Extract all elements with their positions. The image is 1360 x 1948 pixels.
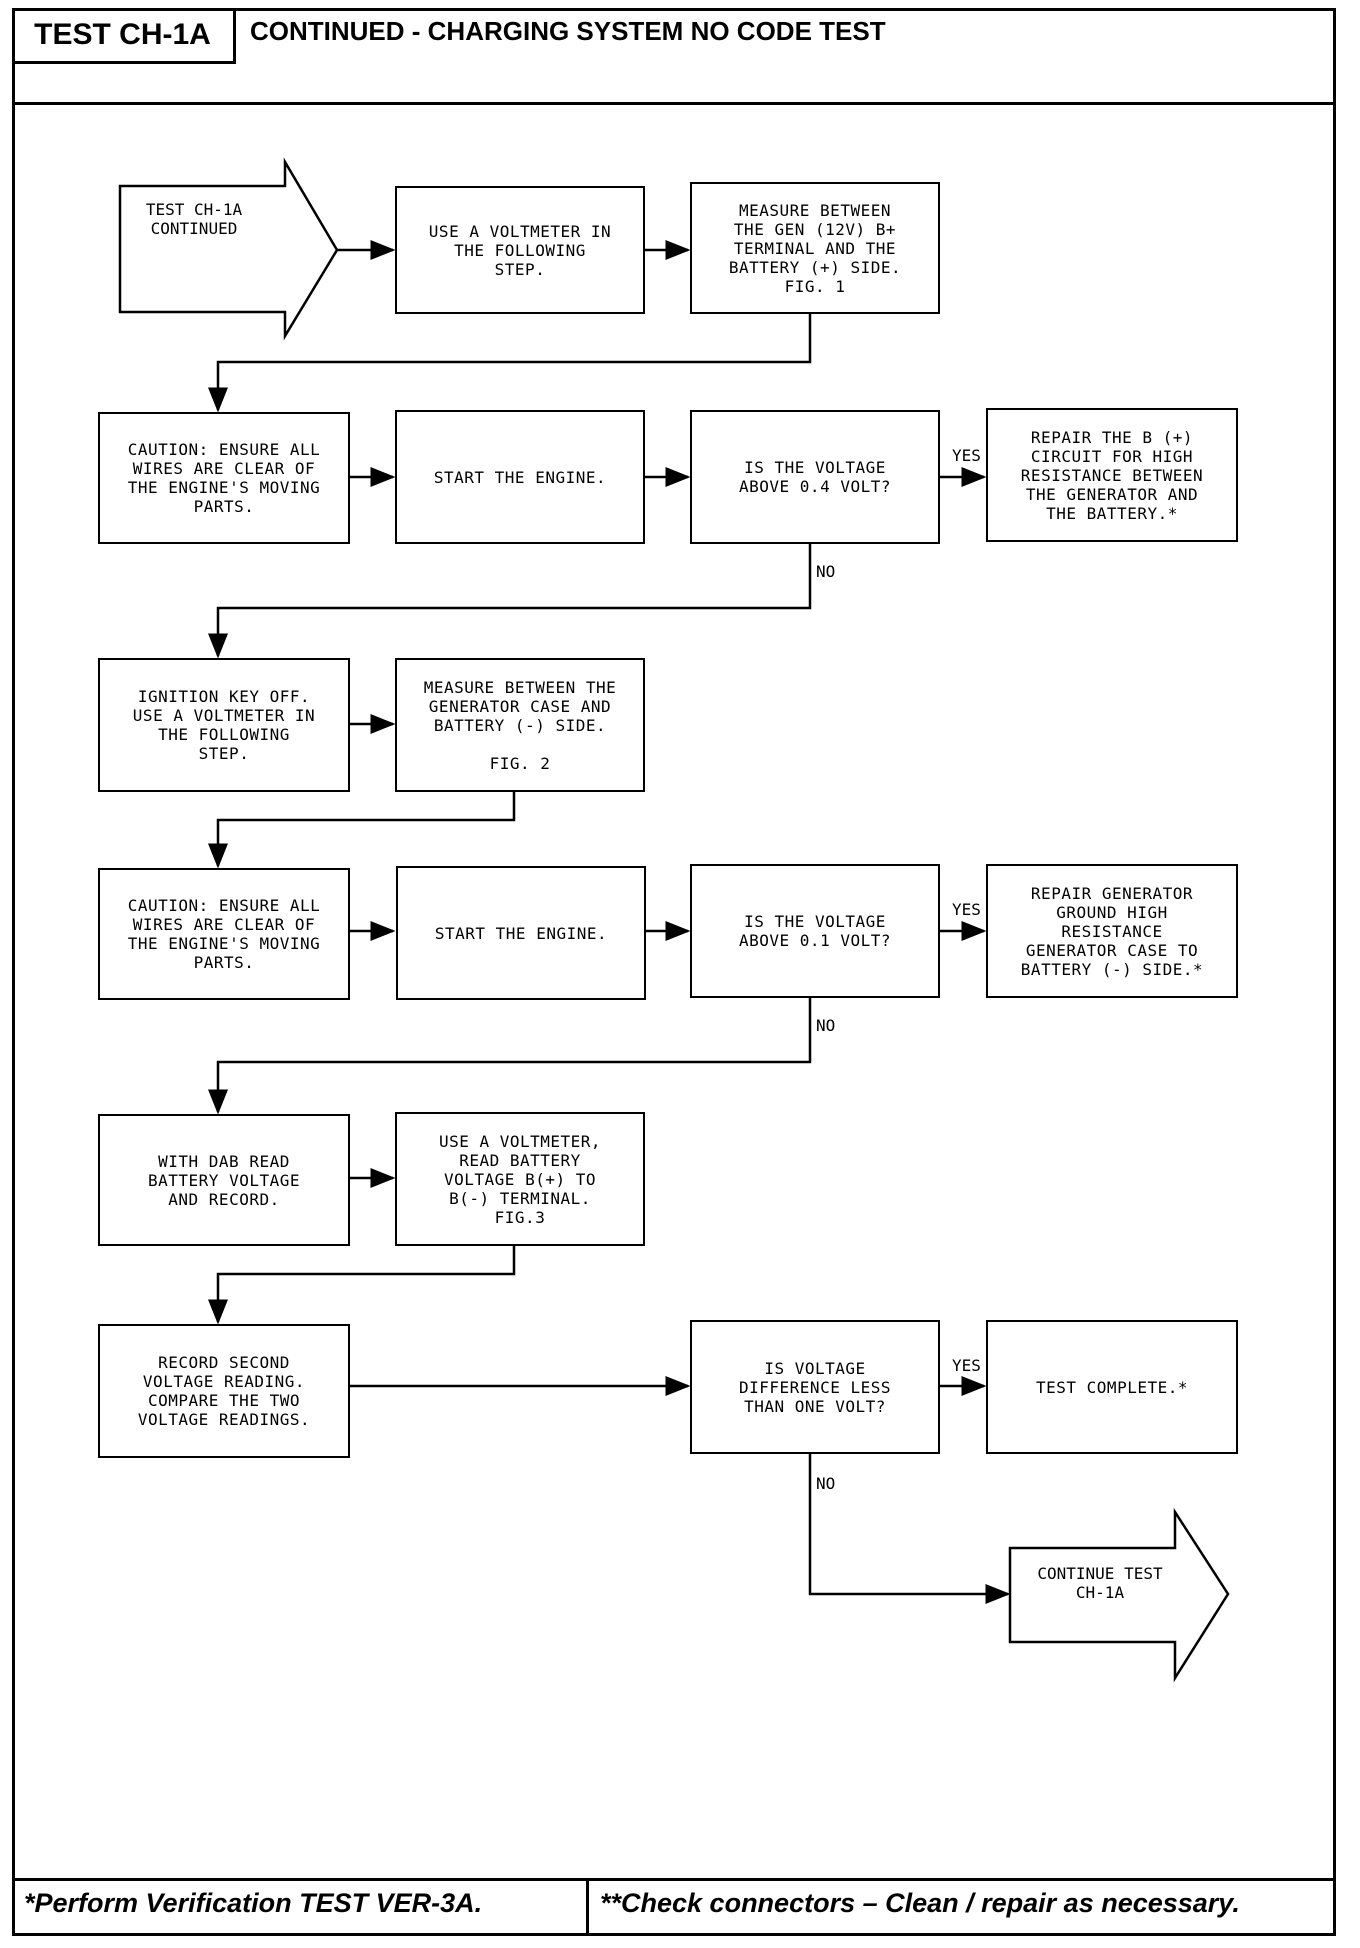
- start-arrow-label: TEST CH-1A CONTINUED: [145, 200, 243, 238]
- step-start-engine-1: START THE ENGINE.: [395, 410, 645, 544]
- no-label-2: NO: [816, 1016, 836, 1035]
- test-code: TEST CH-1A: [12, 8, 236, 64]
- decision-voltage-0-4: IS THE VOLTAGE ABOVE 0.4 VOLT?: [690, 410, 940, 544]
- step-dab-read: WITH DAB READ BATTERY VOLTAGE AND RECORD…: [98, 1114, 350, 1246]
- step-record-second: RECORD SECOND VOLTAGE READING. COMPARE T…: [98, 1324, 350, 1458]
- step-use-voltmeter: USE A VOLTMETER IN THE FOLLOWING STEP.: [395, 186, 645, 314]
- end-arrow-shape: [1008, 1507, 1230, 1683]
- step-ignition-off: IGNITION KEY OFF. USE A VOLTMETER IN THE…: [98, 658, 350, 792]
- no-label-3: NO: [816, 1474, 836, 1493]
- footer-note-verification: *Perform Verification TEST VER-3A.: [24, 1888, 483, 1918]
- footer-divider: [12, 1878, 1336, 1881]
- step-read-battery-voltage: USE A VOLTMETER, READ BATTERY VOLTAGE B(…: [395, 1112, 645, 1246]
- result-repair-ground: REPAIR GENERATOR GROUND HIGH RESISTANCE …: [986, 864, 1238, 998]
- step-caution-2: CAUTION: ENSURE ALL WIRES ARE CLEAR OF T…: [98, 868, 350, 1000]
- decision-voltage-difference: IS VOLTAGE DIFFERENCE LESS THAN ONE VOLT…: [690, 1320, 940, 1454]
- start-arrow-shape: [118, 157, 339, 341]
- result-test-complete: TEST COMPLETE.*: [986, 1320, 1238, 1454]
- yes-label-3: YES: [952, 1356, 981, 1375]
- step-measure-gen-b-plus: MEASURE BETWEEN THE GEN (12V) B+ TERMINA…: [690, 182, 940, 314]
- page-title: CONTINUED - CHARGING SYSTEM NO CODE TEST: [250, 16, 886, 46]
- no-label-1: NO: [816, 562, 836, 581]
- step-start-engine-2: START THE ENGINE.: [396, 866, 646, 1000]
- yes-label-1: YES: [952, 446, 981, 465]
- footer-note-connectors: **Check connectors – Clean / repair as n…: [600, 1888, 1240, 1918]
- step-measure-gen-case: MEASURE BETWEEN THE GENERATOR CASE AND B…: [395, 658, 645, 792]
- footer-split: [586, 1878, 589, 1936]
- decision-voltage-0-1: IS THE VOLTAGE ABOVE 0.1 VOLT?: [690, 864, 940, 998]
- page-frame: [12, 8, 1336, 1936]
- result-repair-b-plus: REPAIR THE B (+) CIRCUIT FOR HIGH RESIST…: [986, 408, 1238, 542]
- step-caution-1: CAUTION: ENSURE ALL WIRES ARE CLEAR OF T…: [98, 412, 350, 544]
- yes-label-2: YES: [952, 900, 981, 919]
- header-divider: [12, 102, 1336, 105]
- end-arrow-label: CONTINUE TEST CH-1A: [1037, 1564, 1163, 1602]
